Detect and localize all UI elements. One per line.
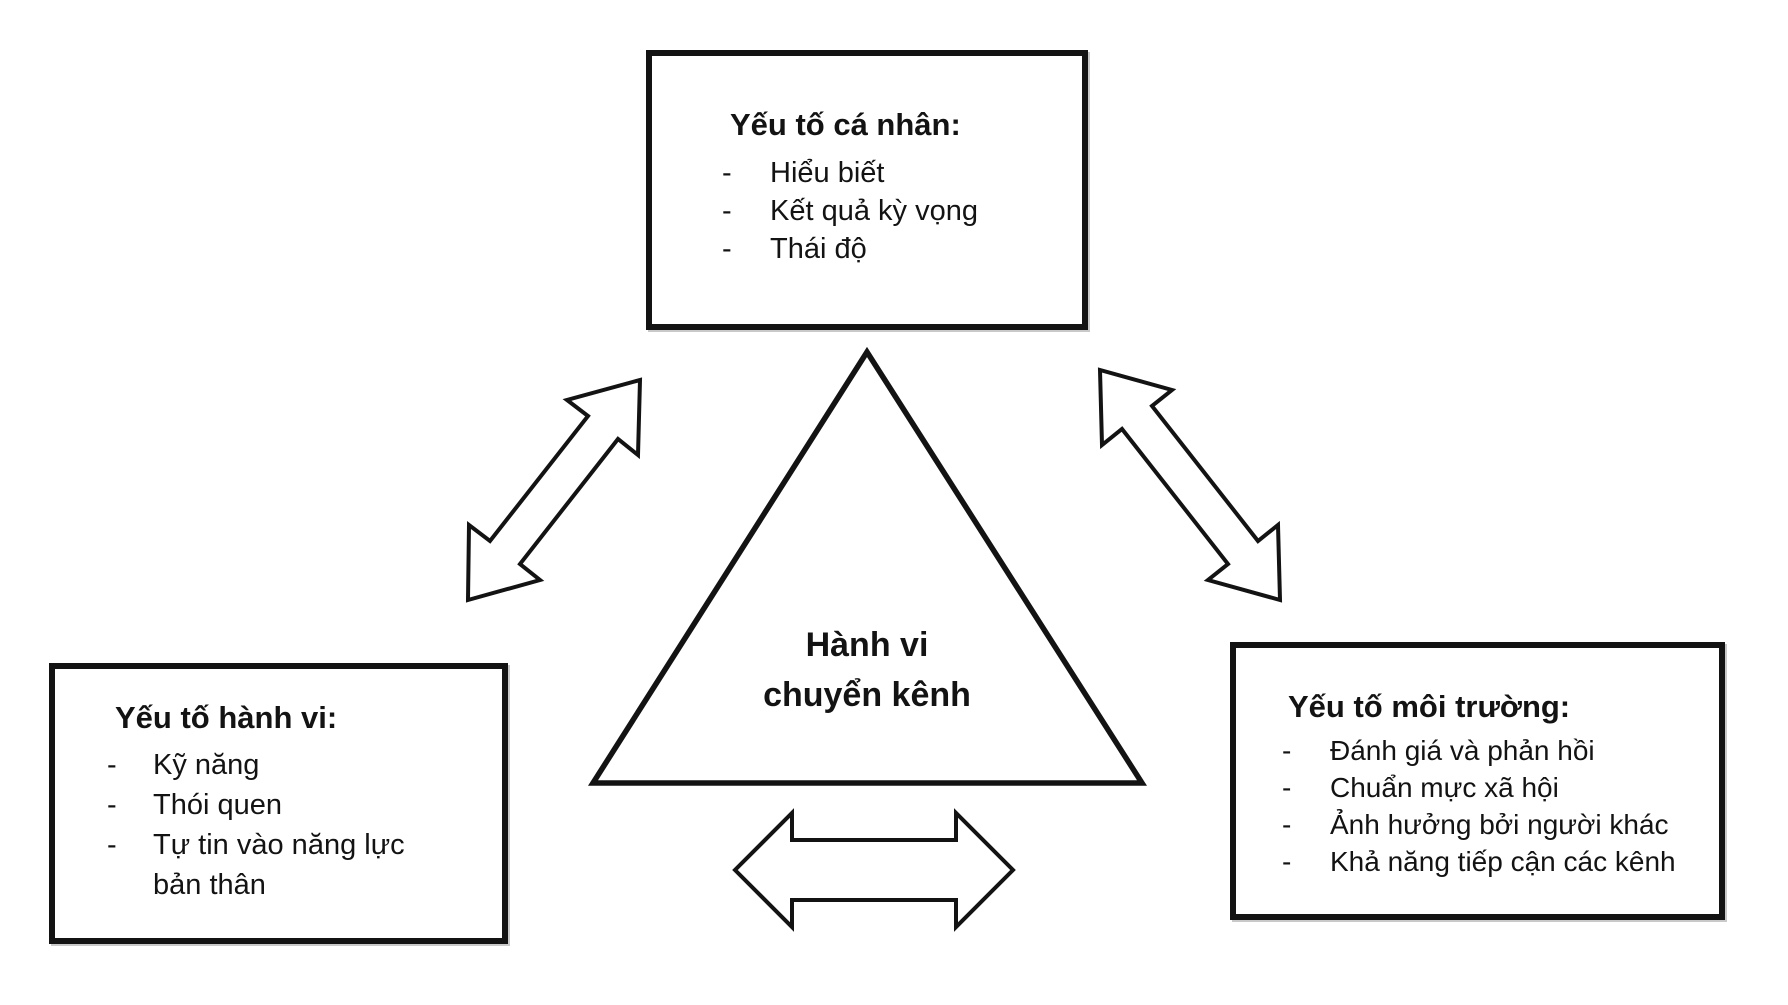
triangle-label: Hành vi chuyển kênh xyxy=(717,620,1017,720)
personal-factors-title: Yếu tố cá nhân: xyxy=(730,107,961,142)
list-item: - Chuẩn mực xã hội xyxy=(1282,769,1711,806)
bullet-dash: - xyxy=(722,195,732,227)
list-item-text: Thói quen xyxy=(153,789,282,821)
list-item: - Tự tin vào năng lực bản thân xyxy=(107,825,490,905)
bullet-dash: - xyxy=(1282,772,1292,803)
list-item: - Kết quả kỳ vọng xyxy=(722,192,1066,230)
bullet-dash: - xyxy=(1282,846,1292,877)
double-arrow-top-left-icon xyxy=(465,377,643,603)
list-item-text: Thái độ xyxy=(770,233,867,265)
personal-factors-box: Yếu tố cá nhân: - Hiểu biết - Kết quả kỳ… xyxy=(646,50,1088,330)
list-item-text: Đánh giá và phản hồi xyxy=(1330,735,1595,766)
bullet-dash: - xyxy=(1282,735,1292,766)
bullet-dash: - xyxy=(1282,809,1292,840)
list-item: - Thái độ xyxy=(722,230,1066,268)
personal-factors-list: - Hiểu biết - Kết quả kỳ vọng - Thái độ xyxy=(722,154,1066,268)
environmental-factors-list: - Đánh giá và phản hồi - Chuẩn mực xã hộ… xyxy=(1282,732,1711,880)
behavioral-factors-box: Yếu tố hành vi: - Kỹ năng - Thói quen - … xyxy=(49,663,508,944)
list-item: - Thói quen xyxy=(107,785,490,825)
list-item: - Ảnh hưởng bởi người khác xyxy=(1282,806,1711,843)
list-item: - Hiểu biết xyxy=(722,154,1066,192)
behavioral-factors-list: - Kỹ năng - Thói quen - Tự tin vào năng … xyxy=(107,745,490,905)
bullet-dash: - xyxy=(107,789,117,821)
list-item-text: Chuẩn mực xã hội xyxy=(1330,772,1559,803)
triangle-label-line1: Hành vi xyxy=(805,626,929,664)
environmental-factors-box: Yếu tố môi trường: - Đánh giá và phản hồ… xyxy=(1230,642,1725,920)
triangle-label-line2: chuyển kênh xyxy=(763,676,971,714)
triangle-shape xyxy=(587,346,1148,786)
list-item: - Khả năng tiếp cận các kênh xyxy=(1282,843,1711,880)
list-item-text: Tự tin vào năng lực bản thân xyxy=(153,829,405,901)
list-item-text: Kết quả kỳ vọng xyxy=(770,195,978,227)
bullet-dash: - xyxy=(107,749,117,781)
bullet-dash: - xyxy=(722,233,732,265)
list-item: - Đánh giá và phản hồi xyxy=(1282,732,1711,769)
bullet-dash: - xyxy=(722,157,732,189)
double-arrow-top-right-icon xyxy=(1097,367,1283,603)
list-item-text: Khả năng tiếp cận các kênh xyxy=(1330,846,1676,877)
behavioral-factors-title: Yếu tố hành vi: xyxy=(115,700,338,735)
list-item-text: Ảnh hưởng bởi người khác xyxy=(1330,809,1669,840)
double-arrow-bottom-icon xyxy=(732,808,1016,932)
list-item-text: Kỹ năng xyxy=(153,749,260,781)
bullet-dash: - xyxy=(107,829,117,861)
list-item: - Kỹ năng xyxy=(107,745,490,785)
environmental-factors-title: Yếu tố môi trường: xyxy=(1288,689,1571,724)
list-item-text: Hiểu biết xyxy=(770,157,885,189)
